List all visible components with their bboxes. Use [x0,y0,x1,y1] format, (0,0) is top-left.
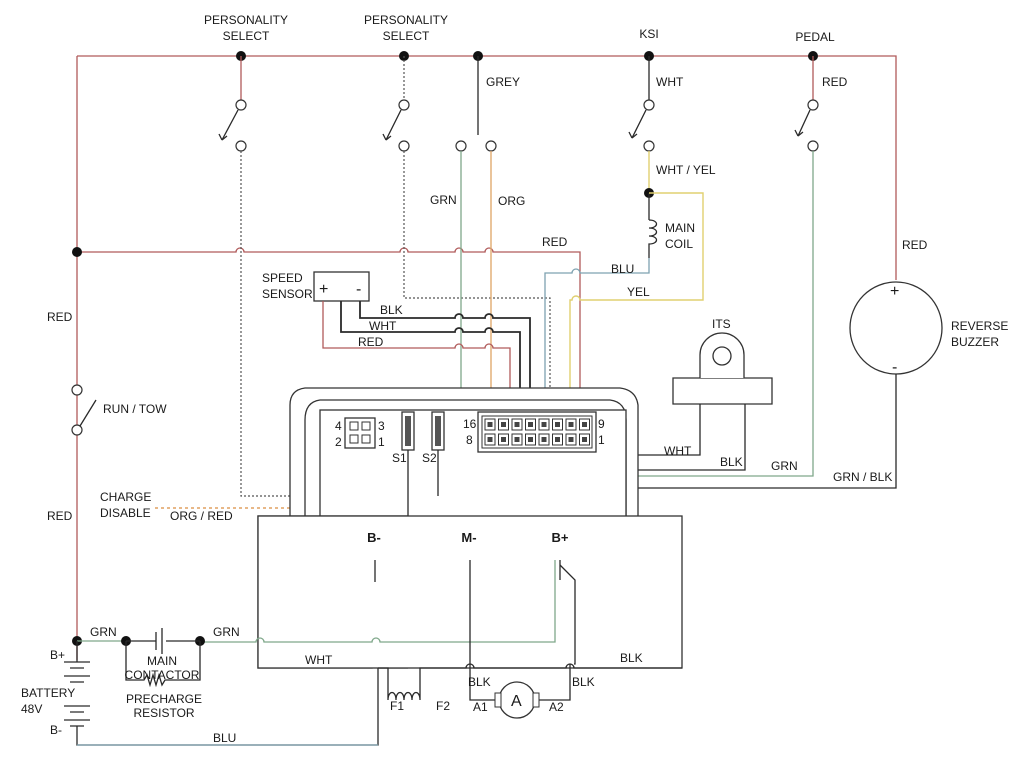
label-blk-its: BLK [720,455,743,469]
label-run-tow: RUN / TOW [103,402,167,416]
label-b-minus: B- [50,723,62,737]
connector-pin-contact [487,422,493,427]
label-main-coil-b: COIL [665,237,693,251]
label-personality-2b: SELECT [383,29,430,43]
label-terminal-b-minus: B- [367,530,381,545]
connector-pin-contact [555,437,560,442]
junction-dot [72,247,82,257]
label-a2: A2 [549,700,564,714]
label-pin-1: 1 [378,435,385,449]
label-red-sensor: RED [358,335,384,349]
its-sensor [672,377,773,405]
label-reverse-buzzer-a: REVERSE [951,319,1008,333]
label-red-right: RED [902,238,928,252]
label-pin-3: 3 [378,419,385,433]
label-pin-4: 4 [335,419,342,433]
label-wht-its: WHT [664,444,692,458]
label-red-left-bottom: RED [47,509,73,523]
label-a1: A1 [473,700,488,714]
label-ksi: KSI [639,27,658,41]
label-pin8: 8 [466,433,473,447]
label-grn-mid: GRN [430,193,457,207]
label-grey: GREY [486,75,520,89]
connector-pin-contact [501,437,506,442]
connector-pin-contact [541,437,547,442]
red-mid-bus [77,247,581,400]
label-f1: F1 [390,699,404,713]
label-pin1: 1 [598,433,605,447]
connector-pin-contact [528,422,533,427]
label-red-left-top: RED [47,310,73,324]
connector-pin-contact [582,422,587,427]
label-blk-bottom-right: BLK [572,675,595,689]
label-org-mid: ORG [498,194,525,208]
connector-pin-contact [568,422,574,427]
label-s2: S2 [422,451,437,465]
connector-pin-contact [501,422,506,427]
label-precharge-b: RESISTOR [133,706,194,720]
label-buzzer-plus: + [890,283,899,300]
label-grn-its: GRN [771,459,798,473]
label-reverse-buzzer-b: BUZZER [951,335,999,349]
label-personality-1a: PERSONALITY [204,13,288,27]
label-motor: A [511,693,522,710]
label-blk-sensor: BLK [380,303,403,317]
label-main-contactor-a: MAIN [147,654,177,668]
label-main-coil-a: MAIN [665,221,695,235]
label-precharge-a: PRECHARGE [126,692,202,706]
label-blk-right-bottom: BLK [620,651,643,665]
connector-pin-contact [541,422,547,427]
label-terminal-b-plus: B+ [552,530,569,545]
label-wht-ksi: WHT [656,75,684,89]
label-wht-yel: WHT / YEL [656,163,716,177]
connector-pin-contact [514,422,520,427]
label-org-red: ORG / RED [170,509,233,523]
label-pin-2: 2 [335,435,342,449]
label-pin16: 16 [463,417,477,431]
label-grn-blk: GRN / BLK [833,470,892,484]
label-personality-2a: PERSONALITY [364,13,448,27]
label-pin9: 9 [598,417,605,431]
label-f2: F2 [436,699,450,713]
connector-pin-contact [555,422,560,427]
label-speed-sensor-a: SPEED [262,271,303,285]
label-its: ITS [712,317,731,331]
red-top-bus [77,55,897,280]
label-personality-1b: SELECT [223,29,270,43]
label-wht-sensor: WHT [369,319,397,333]
label-battery: BATTERY [21,686,75,700]
connector-pin-contact [487,437,493,442]
label-speed-sensor-b: SENSOR [262,287,313,301]
connector-pin-contact [582,437,587,442]
label-buzzer-minus: - [892,359,897,376]
label-sensor-minus: - [356,281,361,298]
label-charge-disable-a: CHARGE [100,490,151,504]
label-wht-bottom: WHT [305,653,333,667]
label-blu-bottom: BLU [213,731,236,745]
label-blu-coil: BLU [611,262,634,276]
label-48v: 48V [21,702,42,716]
label-grn-bat: GRN [90,625,117,639]
label-charge-disable-b: DISABLE [100,506,151,520]
label-b-plus: B+ [50,648,65,662]
label-terminal-m-minus: M- [461,530,476,545]
connector-pin-contact [568,437,574,442]
label-grn-contactor: GRN [213,625,240,639]
label-s1: S1 [392,451,407,465]
label-sensor-plus: + [319,281,328,298]
connector-pin-contact [528,437,533,442]
label-main-contactor-b: CONTACTOR [125,668,200,682]
label-pedal: PEDAL [795,30,835,44]
label-red-pedal: RED [822,75,848,89]
label-red-mid: RED [542,235,568,249]
label-yel-coil: YEL [627,285,650,299]
connector-pin-contact [514,437,520,442]
label-blk-bottom-left: BLK [468,675,491,689]
